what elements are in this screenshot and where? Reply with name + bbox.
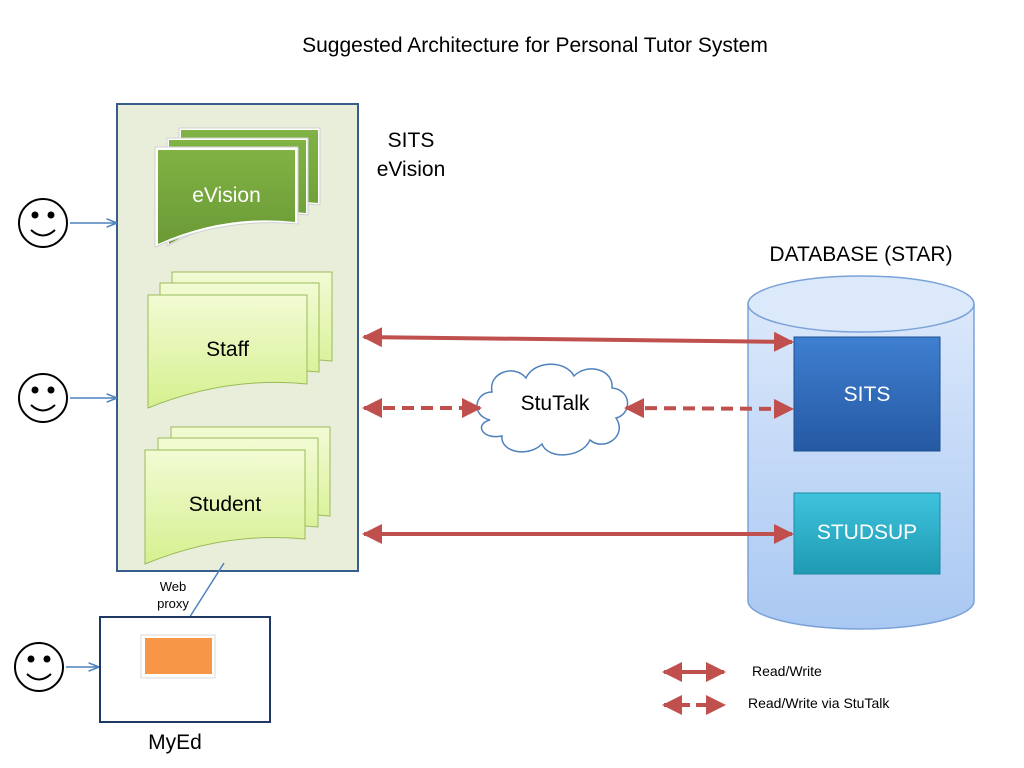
database-cylinder	[747, 275, 975, 630]
page-title: Suggested Architecture for Personal Tuto…	[302, 34, 768, 57]
smiley-user-icon	[18, 198, 68, 248]
sits-box	[793, 336, 941, 452]
smiley-user-icon	[14, 642, 64, 692]
sits-evision-label: SITS eVision	[356, 126, 466, 184]
staff-doc-label: Staff	[206, 338, 249, 361]
sits-box-label: SITS	[843, 383, 891, 406]
web-proxy-label-line2: proxy	[157, 596, 189, 611]
web-proxy-label: Web proxy	[146, 578, 200, 612]
staff-sits-readwrite-arrow	[362, 327, 794, 352]
student-document-stack	[144, 426, 331, 565]
database-label: DATABASE (STAR)	[769, 243, 953, 266]
legend-solid-label: Read/Write	[752, 663, 822, 679]
evision-document-stack	[154, 127, 321, 248]
evision-doc-label: eVision	[192, 184, 261, 207]
stutalk-label: StuTalk	[520, 392, 590, 415]
studsup-box	[793, 492, 941, 575]
studsup-box-label: STUDSUP	[816, 521, 918, 544]
smiley-user-icon	[18, 373, 68, 423]
myed-portlet-fill	[145, 638, 212, 674]
staff-document-stack	[147, 271, 333, 409]
myed-label: MyEd	[148, 731, 202, 754]
student-doc-label: Student	[188, 493, 262, 516]
sits-evision-label-line2: eVision	[376, 158, 446, 181]
sits-evision-label-line1: SITS	[387, 129, 435, 152]
web-proxy-label-line1: Web	[159, 579, 187, 594]
legend-dashed-label: Read/Write via StuTalk	[748, 695, 890, 711]
stutalk-sits-dashed-arrow	[624, 398, 794, 419]
